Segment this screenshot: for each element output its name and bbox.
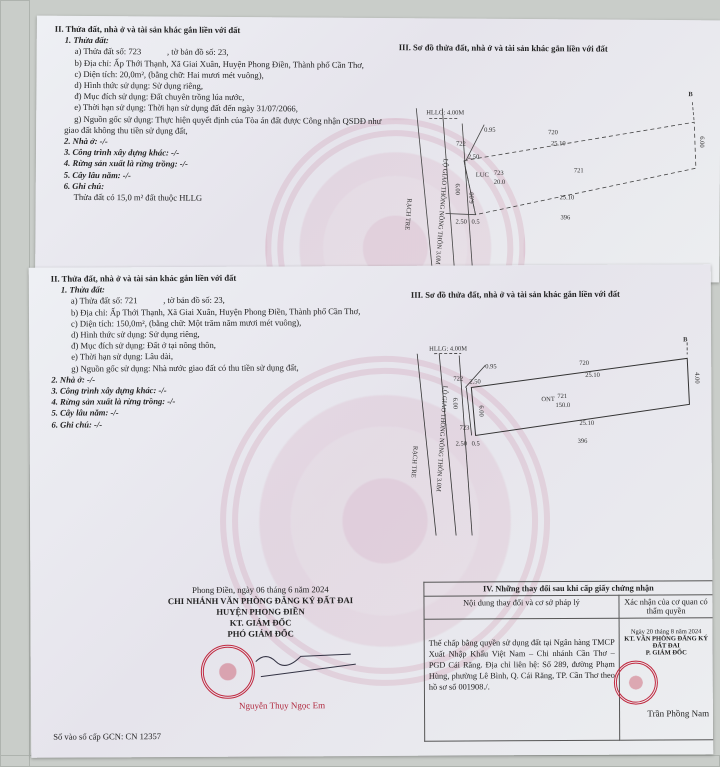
label-396: 396	[560, 214, 571, 221]
label-top: 25.10	[585, 372, 600, 379]
label-720: 720	[579, 360, 589, 367]
note: Thửa đất có 15,0 m² đất thuộc HLLG	[73, 191, 203, 203]
label-canal: RẠCH TRE	[410, 446, 419, 478]
label-hllg: HLLG: 4.00M	[426, 109, 464, 116]
official-stamp	[200, 644, 255, 699]
certificate-page-721: II. Thửa đất, nhà ở và tài sản khác gắn …	[28, 264, 714, 758]
label-area: 20.0	[494, 179, 505, 186]
label-721: 721	[574, 167, 584, 174]
land-info-721: II. Thửa đất, nhà ở và tài sản khác gắn …	[51, 272, 361, 430]
label-area: 150.0	[555, 402, 570, 409]
signer-role: PHÓ GIÁM ĐỐC	[227, 628, 294, 639]
label-600a: 6.00	[454, 184, 461, 195]
certificate-page-723: II. Thửa đất, nhà ở và tài sản khác gắn …	[35, 15, 720, 283]
label-hllg: HLLG: 4.00M	[429, 345, 467, 352]
col-content-header: Nội dung thay đổi và cơ sở pháp lý	[423, 595, 620, 620]
confirm-org: KT. VĂN PHÒNG ĐĂNG KÝ ĐẤT ĐAI	[624, 635, 709, 650]
label-095: 0.95	[485, 363, 496, 370]
label-bot: 25.10	[580, 420, 595, 427]
label-250b: 2.50	[456, 440, 467, 447]
label-722: 722	[456, 141, 466, 148]
label-723: 723	[494, 170, 504, 177]
handwritten-signature	[255, 653, 356, 678]
line: b) Địa chỉ: Ấp Thới Thạnh, Xã Giai Xuân,…	[70, 305, 361, 318]
north-label: B	[683, 336, 688, 343]
label-05: 0.5	[471, 219, 479, 226]
land-plot-diagram-723: HLLG: 4.00M 722 0.95 720 25.10 2.50 LUC …	[403, 91, 705, 279]
label-bot: 25.10	[560, 194, 575, 201]
change-confirmation: Ngày 20 tháng 8 năm 2024 KT. VĂN PHÒNG Đ…	[613, 617, 714, 741]
label-05: 0.5	[472, 440, 480, 447]
floor-tile	[0, 0, 30, 767]
label-road: LỘ GIAO THÔNG NÔNG THÔN 3.0M	[434, 158, 450, 265]
label-250a: 2.50	[468, 154, 479, 161]
label-723: 723	[460, 424, 470, 431]
signature-block: Phong Điền, ngày 06 tháng 6 năm 2024 CHI…	[160, 584, 360, 640]
label-luc: LUC	[476, 172, 489, 179]
label-600b: 6.00	[469, 192, 476, 203]
col-confirm-header: Xác nhận của cơ quan có thẩm quyền	[618, 594, 714, 619]
label-600b: 6.00	[477, 405, 484, 416]
item: 6. Ghi chú: -/-	[51, 419, 103, 430]
land-plot-diagram-721: HLLG: 4.00M 722 0.95 720 25.10 2.50 723 …	[410, 336, 700, 536]
label-250a: 2.50	[469, 378, 480, 385]
confirm-name: Trần Phồng Nam	[647, 708, 710, 719]
diagram-title: III. Sơ đồ thửa đất, nhà ở và tài sản kh…	[398, 42, 608, 54]
label-top: 25.10	[551, 140, 566, 147]
issuing-org: CHI NHÁNH VĂN PHÒNG ĐĂNG KÝ ĐẤT ĐAI	[167, 595, 354, 607]
change-content: Thế chấp bằng quyền sử dụng đất tại Ngân…	[424, 618, 620, 742]
label-095: 0.95	[484, 127, 495, 134]
confirm-role: P. GIÁM ĐỐC	[645, 649, 687, 657]
label-721: 721	[557, 393, 567, 400]
label-600c: 6.00	[698, 136, 705, 147]
signer-name: Nguyễn Thụy Ngọc Em	[238, 700, 326, 711]
label-722: 722	[453, 376, 463, 383]
land-info-723: II. Thửa đất, nhà ở và tài sản khác gắn …	[54, 24, 382, 206]
label-canal: RẠCH TRE	[403, 198, 412, 230]
label-250b: 2.50	[455, 219, 466, 226]
bank-stamp	[613, 660, 659, 705]
label-400: 4.00	[693, 372, 700, 383]
label-ont: ONT	[541, 396, 554, 403]
north-label: B	[688, 91, 693, 98]
registry-number: Số vào sổ cấp GCN: CN 12357	[53, 731, 162, 742]
label-600a: 6.00	[451, 398, 458, 409]
label-396: 396	[578, 438, 589, 445]
diagram-title: III. Sơ đồ thửa đất, nhà ở và tài sản kh…	[410, 288, 620, 300]
changes-table: IV. Những thay đổi sau khi cấp giấy chứn…	[423, 580, 714, 742]
label-720: 720	[548, 129, 558, 136]
changes-title: IV. Những thay đổi sau khi cấp giấy chứn…	[423, 580, 713, 597]
